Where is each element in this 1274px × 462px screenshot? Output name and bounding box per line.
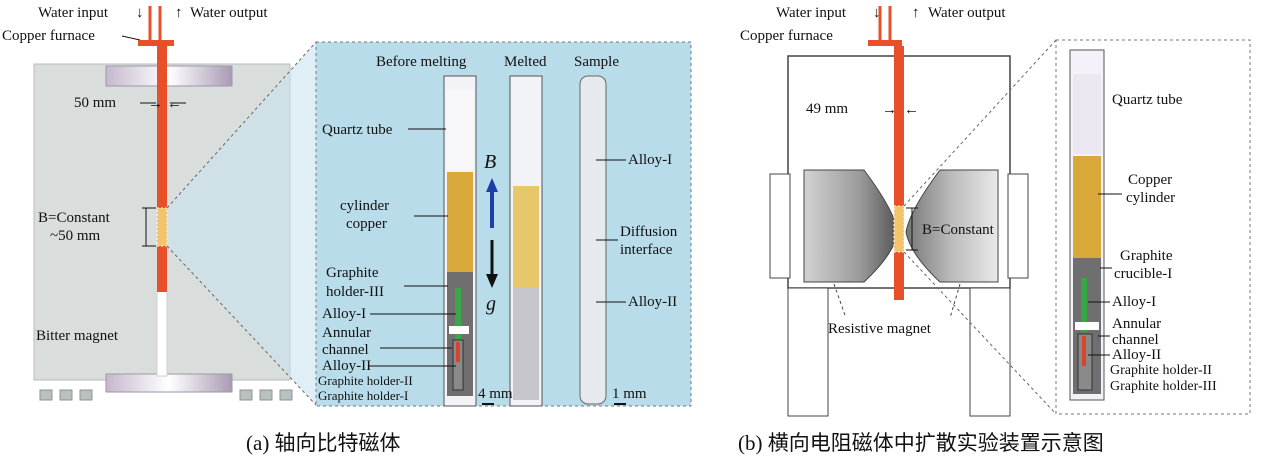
copper-furnace-label-b: Copper furnace [740,28,833,44]
graphite-holder3-line1: Graphite [326,265,379,281]
top-flange [105,65,233,87]
resistive-magnet-label: Resistive magnet [828,321,932,337]
copper-furnace-tube-b [894,46,904,300]
scale-4mm-label: 4 mm [478,386,513,402]
down-arrow-icon-b: ↓ [873,5,881,21]
water-input-label-b: Water input [776,5,847,21]
interface-label: interface [620,242,673,258]
g-vector-label: g [486,293,496,315]
quartz-tube-label: Quartz tube [322,122,393,138]
alloy2-label-b: Alloy-II [1112,347,1161,363]
before-melting-tube [443,75,477,407]
col-melted-label: Melted [504,54,547,70]
annular-label-b: Annular [1112,316,1161,332]
inset-tube-b [1069,49,1105,401]
frame-leg-left [787,287,829,417]
graphite-holder3-label-b: Graphite holder-III [1110,379,1217,394]
annular-label: Annular [322,325,371,341]
furnace-cap [138,40,174,46]
frame-side-right [1007,173,1029,279]
zoom-wedge [167,42,316,405]
graphite-label-b: Graphite [1120,248,1173,264]
channel-label-b: channel [1112,332,1159,348]
caption-b: (b) 横向电阻磁体中扩散实验装置示意图 [738,431,1104,455]
copper-furnace-label: Copper furnace [2,28,95,44]
down-arrow-icon: ↓ [136,5,144,21]
graphite-holder1-label: Graphite holder-I [318,388,408,403]
b-vector-label: B [484,151,496,173]
bitter-magnet-label: Bitter magnet [36,328,119,344]
copper-label: copper [346,216,387,232]
bottom-bolts [39,389,293,401]
col-before-label: Before melting [376,54,467,70]
up-arrow-icon-b: ↑ [912,5,920,21]
b-constant-label-b: B=Constant [922,222,995,238]
scale-1mm-label: 1 mm [612,386,647,402]
copper-label-b: Copper [1128,172,1172,188]
frame-leg-right [969,287,1011,417]
diffusion-label: Diffusion [620,224,678,240]
quartz-tube-label-b: Quartz tube [1112,92,1183,108]
graphite-holder3-line2: holder-III [326,284,384,300]
b-constant-label: B=Constant [38,210,111,226]
alloy1-label: Alloy-I [322,306,366,322]
right-arrow-icon: → [148,96,163,112]
alloy2-label: Alloy-II [322,358,371,374]
panel-b: Water input ↓ ↑ Water output Copper furn… [738,5,1251,455]
cylinder-label-b: cylinder [1126,190,1175,206]
water-output-label-b: Water output [928,5,1006,21]
magnet-pole-right [905,169,999,283]
left-arrow-icon: ← [167,96,182,112]
graphite-holder2-label-b: Graphite holder-II [1110,363,1212,378]
panel-a: Water input ↓ ↑ Water output Copper furn… [2,5,692,455]
up-arrow-icon: ↑ [175,5,183,21]
inset-panel-a [315,41,692,407]
caption-a: (a) 轴向比特磁体 [246,431,401,455]
alloy1-label-b: Alloy-I [1112,294,1156,310]
right-arrow-icon-b: → [882,102,897,118]
dim-50mm-label: 50 mm [74,95,116,111]
melted-tube [509,75,543,407]
sample-zone [156,207,168,247]
channel-label: channel [322,342,369,358]
frame-side-left [769,173,791,279]
graphite-holder2-label: Graphite holder-II [318,373,413,388]
dim-49mm-label: 49 mm [806,101,848,117]
col-sample-label: Sample [574,54,619,70]
b-span-label: ~50 mm [50,228,101,244]
left-arrow-icon-b: ← [904,102,919,118]
sample-alloy1-label: Alloy-I [628,152,672,168]
copper-furnace-tube [157,46,167,292]
cylinder-label: cylinder [340,198,389,214]
water-input-label: Water input [38,5,109,21]
bottom-flange [105,373,233,393]
crucible-label-b: crucible-I [1114,266,1172,282]
sample-alloy2-label: Alloy-II [628,294,677,310]
water-output-label: Water output [190,5,268,21]
